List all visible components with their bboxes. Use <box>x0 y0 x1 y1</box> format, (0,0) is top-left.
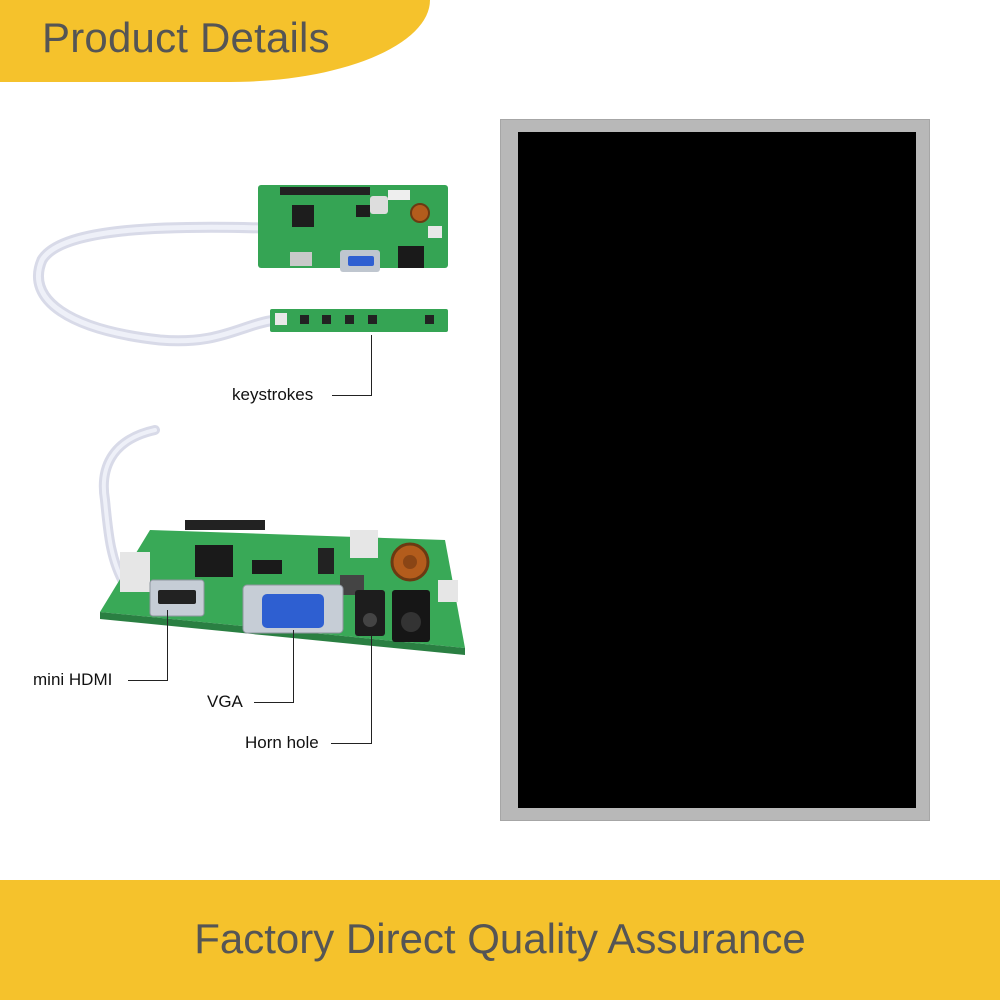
footer-banner <box>0 880 1000 1000</box>
large-controller-board <box>100 520 465 655</box>
footer-slogan: Factory Direct Quality Assurance <box>194 915 806 962</box>
lcd-panel <box>500 119 930 821</box>
mini-hdmi-callout-vline <box>167 610 168 680</box>
ribbon-cable <box>32 221 281 347</box>
horn-hole-callout-vline <box>371 636 372 743</box>
keystrokes-label: keystrokes <box>232 385 314 404</box>
lcd-screen <box>518 132 916 808</box>
horn-hole-callout-hline <box>331 743 372 744</box>
mini-hdmi-label: mini HDMI <box>33 670 113 689</box>
vga-callout-hline <box>254 702 294 703</box>
horn-hole-label: Horn hole <box>245 733 319 752</box>
mini-hdmi-callout-hline <box>128 680 168 681</box>
vga-callout-vline <box>293 630 294 702</box>
keystrokes-callout-hline <box>332 395 372 396</box>
top-controller-board <box>258 185 448 272</box>
page-title: Product Details <box>42 14 330 61</box>
vga-label: VGA <box>207 692 243 711</box>
keypad-board <box>270 309 448 332</box>
keystrokes-callout-vline <box>371 335 372 395</box>
